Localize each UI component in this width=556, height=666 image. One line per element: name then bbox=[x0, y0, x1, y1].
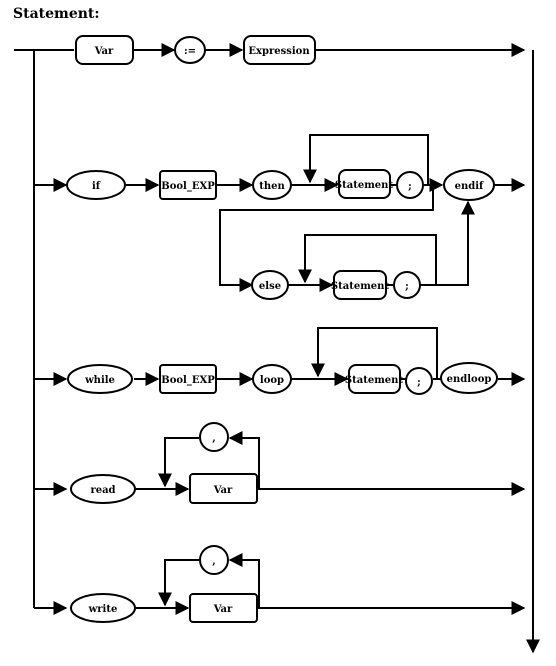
read-var-label: Var bbox=[213, 485, 233, 496]
while-bool-exp-box bbox=[159, 364, 217, 394]
bool-exp-box bbox=[159, 170, 217, 200]
read-row: read Var , bbox=[34, 422, 526, 504]
var-box bbox=[75, 35, 134, 65]
write-comma-node bbox=[199, 545, 229, 575]
then-node bbox=[252, 170, 292, 200]
loop-label: loop bbox=[260, 375, 284, 386]
while-node bbox=[67, 364, 133, 394]
endif-node bbox=[443, 169, 495, 201]
read-comma-node bbox=[199, 422, 229, 452]
while-row: while Bool_EXP loop Statement ; endloop bbox=[34, 327, 526, 395]
then-semicolon-node bbox=[396, 171, 424, 199]
read-var-box bbox=[189, 473, 258, 504]
while-label: while bbox=[84, 375, 115, 386]
bool-exp-label: Bool_EXP bbox=[161, 181, 215, 192]
write-var-box bbox=[189, 593, 258, 623]
while-bool-exp-label: Bool_EXP bbox=[161, 375, 215, 386]
write-label: write bbox=[88, 604, 118, 615]
read-node bbox=[70, 474, 136, 504]
then-semicolon-label: ; bbox=[408, 181, 412, 192]
expression-label: Expression bbox=[248, 46, 310, 57]
else-label: else bbox=[259, 281, 281, 292]
loop-semicolon-node bbox=[405, 367, 433, 395]
loop-node bbox=[252, 364, 292, 394]
if-row: if Bool_EXP then Statement ; endif else … bbox=[34, 134, 526, 300]
assign-node bbox=[174, 36, 206, 64]
write-row: write Var , bbox=[34, 545, 526, 623]
if-label: if bbox=[92, 181, 101, 192]
loop-statement-box bbox=[348, 364, 401, 394]
else-statement-label: Statement bbox=[331, 281, 390, 292]
then-label: then bbox=[259, 181, 285, 192]
then-statement-label: Statement bbox=[335, 180, 394, 191]
assignment-row: Var := Expression bbox=[75, 35, 526, 65]
loop-statement-label: Statement bbox=[345, 375, 404, 386]
else-semicolon-label: ; bbox=[405, 281, 409, 292]
endloop-node bbox=[440, 362, 498, 394]
read-label: read bbox=[90, 485, 115, 496]
read-comma-label: , bbox=[212, 433, 215, 444]
diagram-title: Statement: bbox=[13, 6, 100, 22]
if-node bbox=[66, 170, 126, 200]
loop-semicolon-label: ; bbox=[417, 377, 421, 388]
then-statement-box bbox=[338, 169, 391, 199]
endif-label: endif bbox=[455, 181, 484, 192]
endloop-label: endloop bbox=[447, 374, 492, 385]
else-semicolon-node bbox=[393, 271, 421, 299]
else-statement-box bbox=[333, 270, 387, 300]
write-var-label: Var bbox=[213, 604, 233, 615]
var-label: Var bbox=[94, 46, 114, 57]
else-node bbox=[251, 270, 289, 300]
write-comma-label: , bbox=[212, 556, 215, 567]
expression-box bbox=[243, 35, 316, 65]
write-node bbox=[70, 593, 136, 623]
assign-label: := bbox=[184, 46, 196, 57]
